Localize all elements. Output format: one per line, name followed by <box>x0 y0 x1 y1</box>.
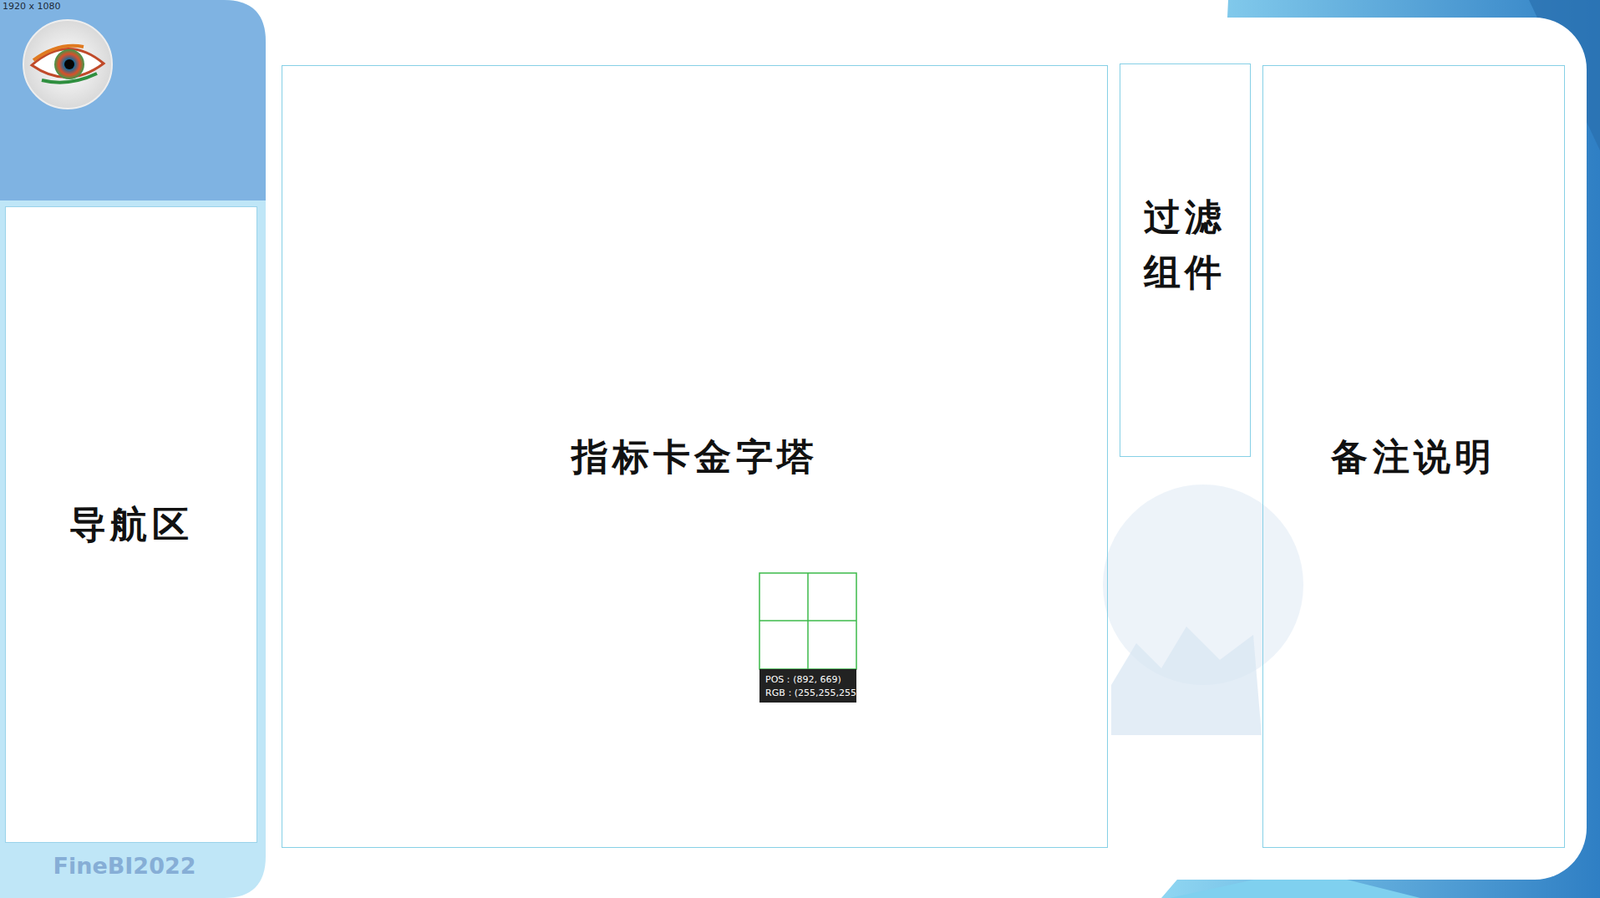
content-panel: 指标卡金字塔 <box>281 65 1108 849</box>
box-label: 指标卡金字塔 <box>571 429 819 485</box>
box-label: 导航区 <box>69 497 194 553</box>
sidebar <box>0 0 266 898</box>
nav-panel: 导航区 <box>5 206 258 844</box>
probe-position: POS：(892, 669) <box>765 673 842 686</box>
watermark: FineBI2022 <box>52 853 196 879</box>
watermark-shape <box>1111 626 1262 736</box>
probe-color: RGB：(255,255,255) <box>765 686 860 700</box>
canvas-size: 1920 x 1080 <box>2 0 61 12</box>
notes-panel: 备注说明 <box>1262 65 1565 849</box>
pixel-probe <box>759 573 857 703</box>
box-label: 备注说明 <box>1330 429 1496 485</box>
main-panel <box>208 17 1587 880</box>
sidebar-header <box>0 0 266 201</box>
filter-panel: 过滤组件 <box>1119 63 1251 458</box>
logo <box>23 20 112 109</box>
box-label: 过滤组件 <box>1142 189 1228 300</box>
